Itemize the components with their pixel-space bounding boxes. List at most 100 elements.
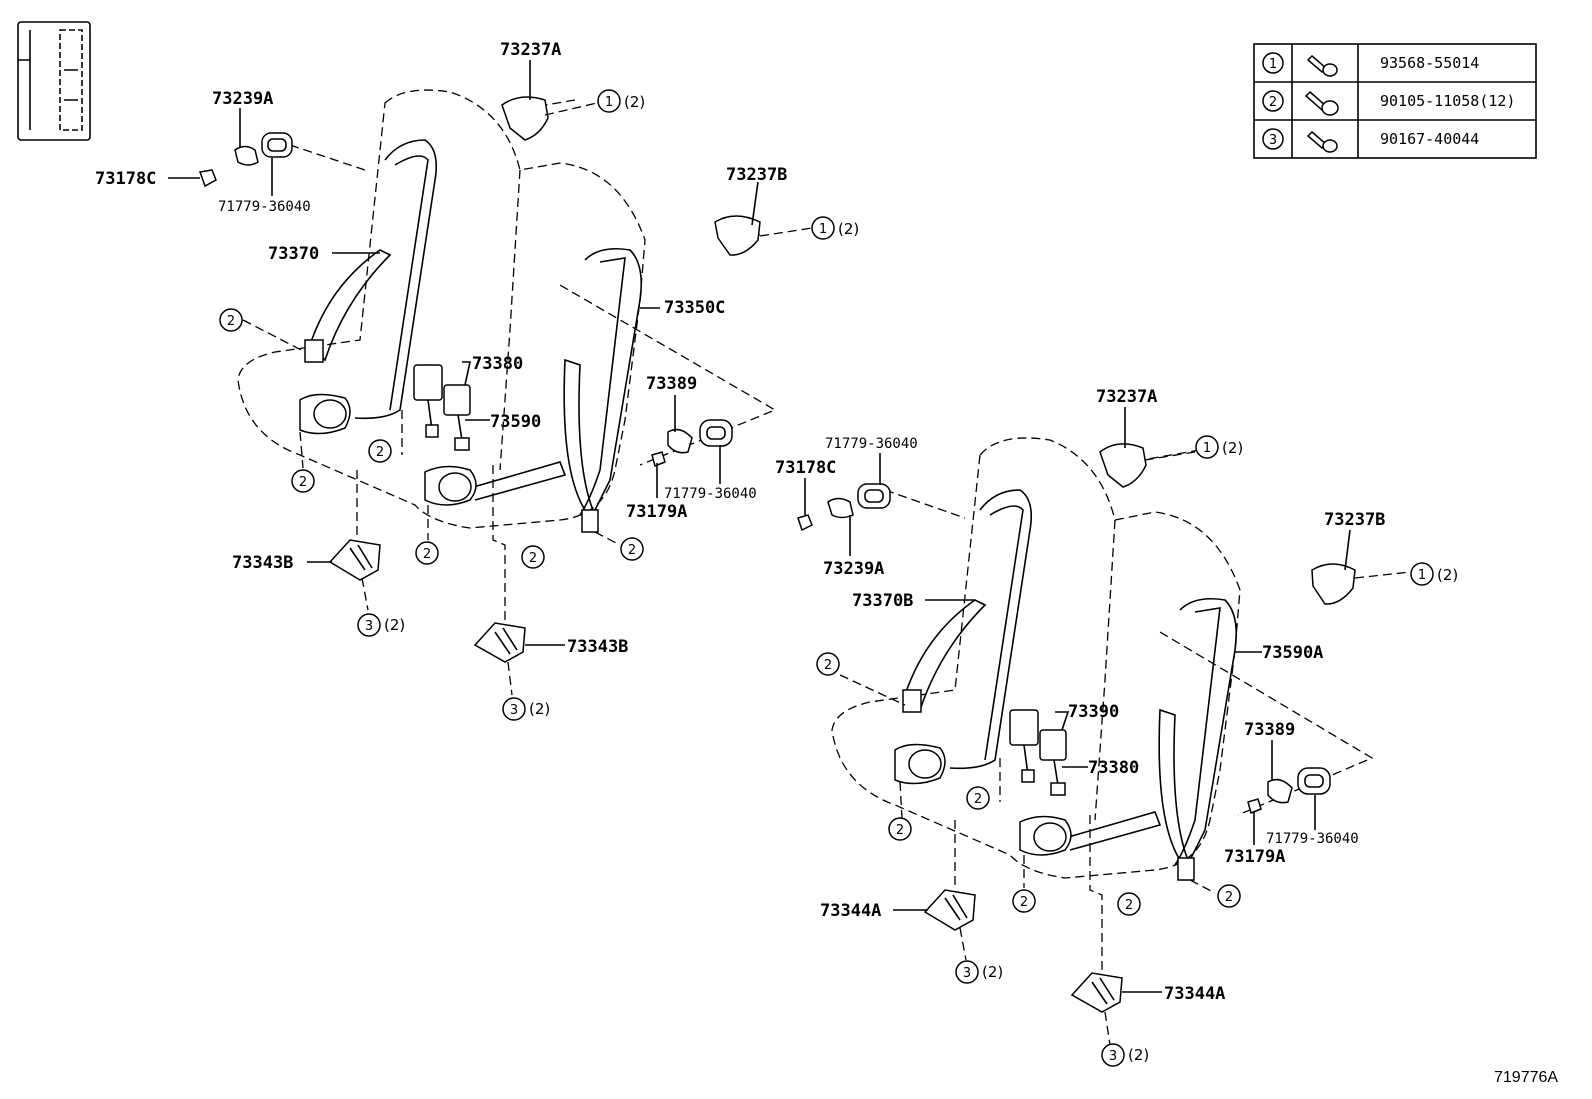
svg-text:2: 2 (628, 543, 636, 558)
label-73380: 73380 (472, 354, 523, 374)
label-73344a: 73344A (1164, 984, 1225, 1004)
svg-text:(2): (2) (1128, 1046, 1149, 1064)
svg-text:2: 2 (824, 658, 832, 673)
svg-text:3: 3 (1269, 133, 1277, 148)
label-71779-36040: 71779-36040 (825, 436, 918, 452)
right-seat-belt-outer (894, 489, 1033, 785)
svg-text:(2): (2) (838, 220, 859, 238)
part-73389-left-icon (651, 419, 733, 468)
svg-text:(2): (2) (1437, 566, 1458, 584)
left-seat-belt-inner (424, 247, 643, 533)
label-73237b: 73237B (726, 165, 787, 185)
label-73370: 73370 (268, 244, 319, 264)
svg-text:3: 3 (365, 619, 373, 634)
label-73380: 73380 (1088, 758, 1139, 778)
svg-text:(2): (2) (529, 700, 550, 718)
label-73237b: 73237B (1324, 510, 1385, 530)
label-71779-36040: 71779-36040 (1266, 831, 1359, 847)
svg-text:93568-55014: 93568-55014 (1380, 54, 1479, 72)
svg-text:(2): (2) (624, 93, 645, 111)
screw-icon (1306, 130, 1338, 153)
callout-3: 3 (2) (502, 697, 550, 721)
label-73178c: 73178C (95, 169, 156, 189)
bolt-icon (1304, 90, 1339, 116)
part-73344a-right-2-icon (1070, 972, 1123, 1013)
svg-text:3: 3 (510, 703, 518, 718)
vehicle-locator-icon (17, 21, 91, 141)
svg-text:(2): (2) (384, 616, 405, 634)
label-73179a: 73179A (1224, 847, 1285, 867)
part-73239a-left-icon (198, 132, 293, 188)
label-73343b: 73343B (567, 637, 628, 657)
leader-lines (168, 60, 1351, 993)
callout-2: 2 (1012, 889, 1036, 913)
callout-2: 2 (415, 541, 439, 565)
part-73239a-right-icon (797, 483, 891, 532)
label-73344a: 73344A (820, 901, 881, 921)
part-73389-right-icon (1247, 767, 1331, 815)
part-labels: 73237A 73239A 73178C 71779-36040 73237B … (95, 40, 1385, 1004)
legend-row-1: 1 93568-55014 (1262, 52, 1479, 77)
legend-row-3: 3 90167-40044 (1262, 128, 1479, 153)
svg-text:1: 1 (1418, 568, 1426, 583)
label-73590a: 73590A (1262, 643, 1323, 663)
callout-2: 2 (816, 652, 840, 676)
svg-text:2: 2 (1269, 95, 1277, 110)
label-73350c: 73350C (664, 298, 725, 318)
right-seat-belt-inner (1019, 597, 1238, 881)
callout-1: 1 (2) (1195, 435, 1243, 459)
callout-1: 1(2) (597, 89, 645, 113)
part-73343b-left-1-icon (328, 539, 381, 581)
svg-text:1: 1 (1269, 57, 1277, 72)
svg-text:(2): (2) (982, 963, 1003, 981)
left-buckles (413, 364, 471, 451)
label-73390: 73390 (1068, 702, 1119, 722)
callout-circles: 1(2) 1(2) 1(2) 1(2) 2 2 2 2 2 2 2 2 2 2 … (219, 89, 1458, 1067)
left-mount-dashes (242, 319, 621, 696)
label-73590: 73590 (490, 412, 541, 432)
part-73237a-right-icon (1099, 443, 1196, 488)
svg-text:2: 2 (974, 792, 982, 807)
part-73343b-left-2-icon (473, 622, 526, 663)
callout-2: 2 (620, 537, 644, 561)
callout-3: 3 (2) (357, 613, 405, 637)
fastener-legend-table: 1 93568-55014 2 90105-11058(12) 3 90167- (1253, 43, 1537, 159)
label-71779-36040: 71779-36040 (664, 486, 757, 502)
svg-text:1: 1 (819, 222, 827, 237)
diagram-code: 719776A (1494, 1069, 1558, 1086)
screw-icon (1306, 54, 1338, 77)
svg-text:2: 2 (423, 547, 431, 562)
svg-text:2: 2 (299, 475, 307, 490)
svg-text:1: 1 (1203, 441, 1211, 456)
svg-text:3: 3 (1109, 1049, 1117, 1064)
label-73178c: 73178C (775, 458, 836, 478)
svg-text:2: 2 (227, 314, 235, 329)
callout-3: 3 (2) (955, 960, 1003, 984)
svg-text:2: 2 (1225, 890, 1233, 905)
callout-2: 2 (888, 817, 912, 841)
svg-text:(2): (2) (1222, 439, 1243, 457)
svg-text:2: 2 (1020, 895, 1028, 910)
legend-row-2: 2 90105-11058(12) (1262, 90, 1515, 116)
part-73344a-right-1-icon (923, 889, 976, 931)
label-73239a: 73239A (212, 89, 273, 109)
part-73237b-right-icon (1311, 563, 1356, 605)
label-73237a: 73237A (1096, 387, 1157, 407)
callout-2: 2 (1117, 892, 1141, 916)
svg-text:3: 3 (963, 966, 971, 981)
callout-2: 2 (1217, 884, 1241, 908)
label-73239a: 73239A (823, 559, 884, 579)
callout-1: 1 (2) (1410, 562, 1458, 586)
part-73237b-left-icon (714, 215, 813, 256)
label-73237a: 73237A (500, 40, 561, 60)
svg-text:2: 2 (376, 445, 384, 460)
svg-text:2: 2 (529, 551, 537, 566)
svg-text:90167-40044: 90167-40044 (1380, 130, 1479, 148)
svg-text:2: 2 (1125, 898, 1133, 913)
part-73237a-left-icon (501, 96, 598, 141)
svg-text:90105-11058(12): 90105-11058(12) (1380, 92, 1515, 110)
right-buckles (1009, 709, 1067, 796)
right-mount-dashes (839, 674, 1216, 1046)
callout-2: 2 (966, 786, 990, 810)
